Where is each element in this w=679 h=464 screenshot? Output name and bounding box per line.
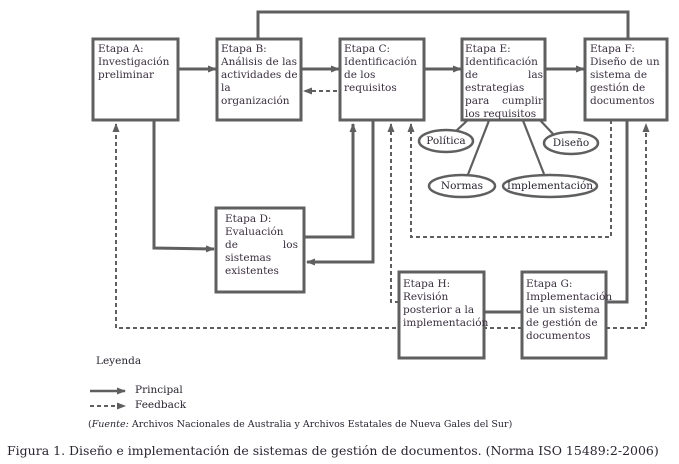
- stage-h-text: Etapa H: Revisión posterior a la impleme…: [403, 278, 488, 330]
- connector-f-to-g: [605, 120, 629, 304]
- figure-caption: Figura 1. Diseño e implementación de sis…: [7, 443, 659, 458]
- stage-e-box: [460, 37, 547, 122]
- feedback-g-to-a: [112, 123, 522, 329]
- stage-a-description: Investigación preliminar: [98, 56, 170, 81]
- oval-politica: [417, 128, 475, 154]
- stage-h-description: Revisión posterior a la implementación: [403, 291, 489, 329]
- stage-d-text: Etapa D: Evaluación de los sistemas exis…: [225, 213, 298, 278]
- caption-label: Figura 1.: [7, 443, 66, 458]
- stage-h-box: [397, 270, 486, 360]
- oval-normas-label: Normas: [440, 180, 484, 192]
- stage-a-box: [91, 37, 180, 122]
- stage-c-description: Identificación de los requisitos: [344, 56, 417, 94]
- source-prefix: Fuente:: [91, 419, 129, 430]
- arrow-a-to-d: [152, 120, 215, 253]
- caption-text: Diseño e implementación de sistemas de g…: [65, 443, 659, 458]
- legend-title: Leyenda: [96, 355, 142, 367]
- arrow-c-to-d: [306, 120, 375, 266]
- stage-d-description: Evaluación de los sistemas existentes: [225, 226, 298, 277]
- feedback-g-to-f: [606, 123, 650, 329]
- oval-diseno: [542, 130, 600, 156]
- source-note: (Fuente: Archivos Nacionales de Australi…: [88, 419, 513, 430]
- legend-principal-label: Principal: [135, 384, 183, 396]
- stage-e-title: Etapa E:: [465, 43, 511, 55]
- stage-b-box: [215, 37, 303, 122]
- stage-c-title: Etapa C:: [344, 43, 391, 55]
- legend-feedback-label: Feedback: [135, 399, 187, 411]
- stage-c-text: Etapa C: Identificación de los requisito…: [344, 43, 422, 95]
- arrow-d-to-c: [304, 123, 357, 239]
- stage-g-title: Etapa G:: [526, 278, 573, 290]
- stage-g-description: Implementación de un sistema de gestión …: [526, 291, 613, 342]
- link-normas: [465, 117, 492, 178]
- stage-f-box: [583, 37, 669, 122]
- stage-e-text: Etapa E: Identificación de las estrategi…: [465, 43, 543, 121]
- stage-f-text: Etapa F: Diseño de un sistema de gestión…: [590, 43, 662, 108]
- stage-g-box: [520, 270, 608, 360]
- stage-d-title: Etapa D:: [225, 213, 272, 225]
- oval-normas: [427, 173, 497, 199]
- source-text: Archivos Nacionales de Australia y Archi…: [128, 419, 513, 430]
- stage-h-title: Etapa H:: [403, 278, 451, 290]
- stage-f-description: Diseño de un sistema de gestión de docum…: [590, 56, 660, 107]
- stage-d-box: [214, 206, 306, 294]
- connector-b-to-f-top: [256, 10, 630, 38]
- stage-a-title: Etapa A:: [98, 43, 144, 55]
- link-implementacion: [520, 117, 546, 175]
- stage-b-description: Análisis de las actividades de la organi…: [221, 56, 298, 107]
- feedback-f-to-c: [407, 120, 612, 238]
- stage-b-text: Etapa B: Análisis de las actividades de …: [221, 43, 301, 108]
- oval-diseno-label: Diseño: [552, 137, 590, 149]
- feedback-h-to-c: [387, 123, 399, 303]
- stage-g-text: Etapa G: Implementación de un sistema de…: [526, 278, 612, 343]
- stage-c-box: [338, 37, 426, 122]
- stage-e-description: Identificación de las estrategias para c…: [465, 56, 543, 120]
- stage-b-title: Etapa B:: [221, 43, 267, 55]
- oval-implementacion-label: Implementación: [506, 180, 594, 192]
- stage-f-title: Etapa F:: [590, 43, 635, 55]
- stage-a-text: Etapa A: Investigación preliminar: [98, 43, 174, 82]
- oval-implementacion: [501, 173, 599, 199]
- oval-politica-label: Política: [426, 135, 466, 147]
